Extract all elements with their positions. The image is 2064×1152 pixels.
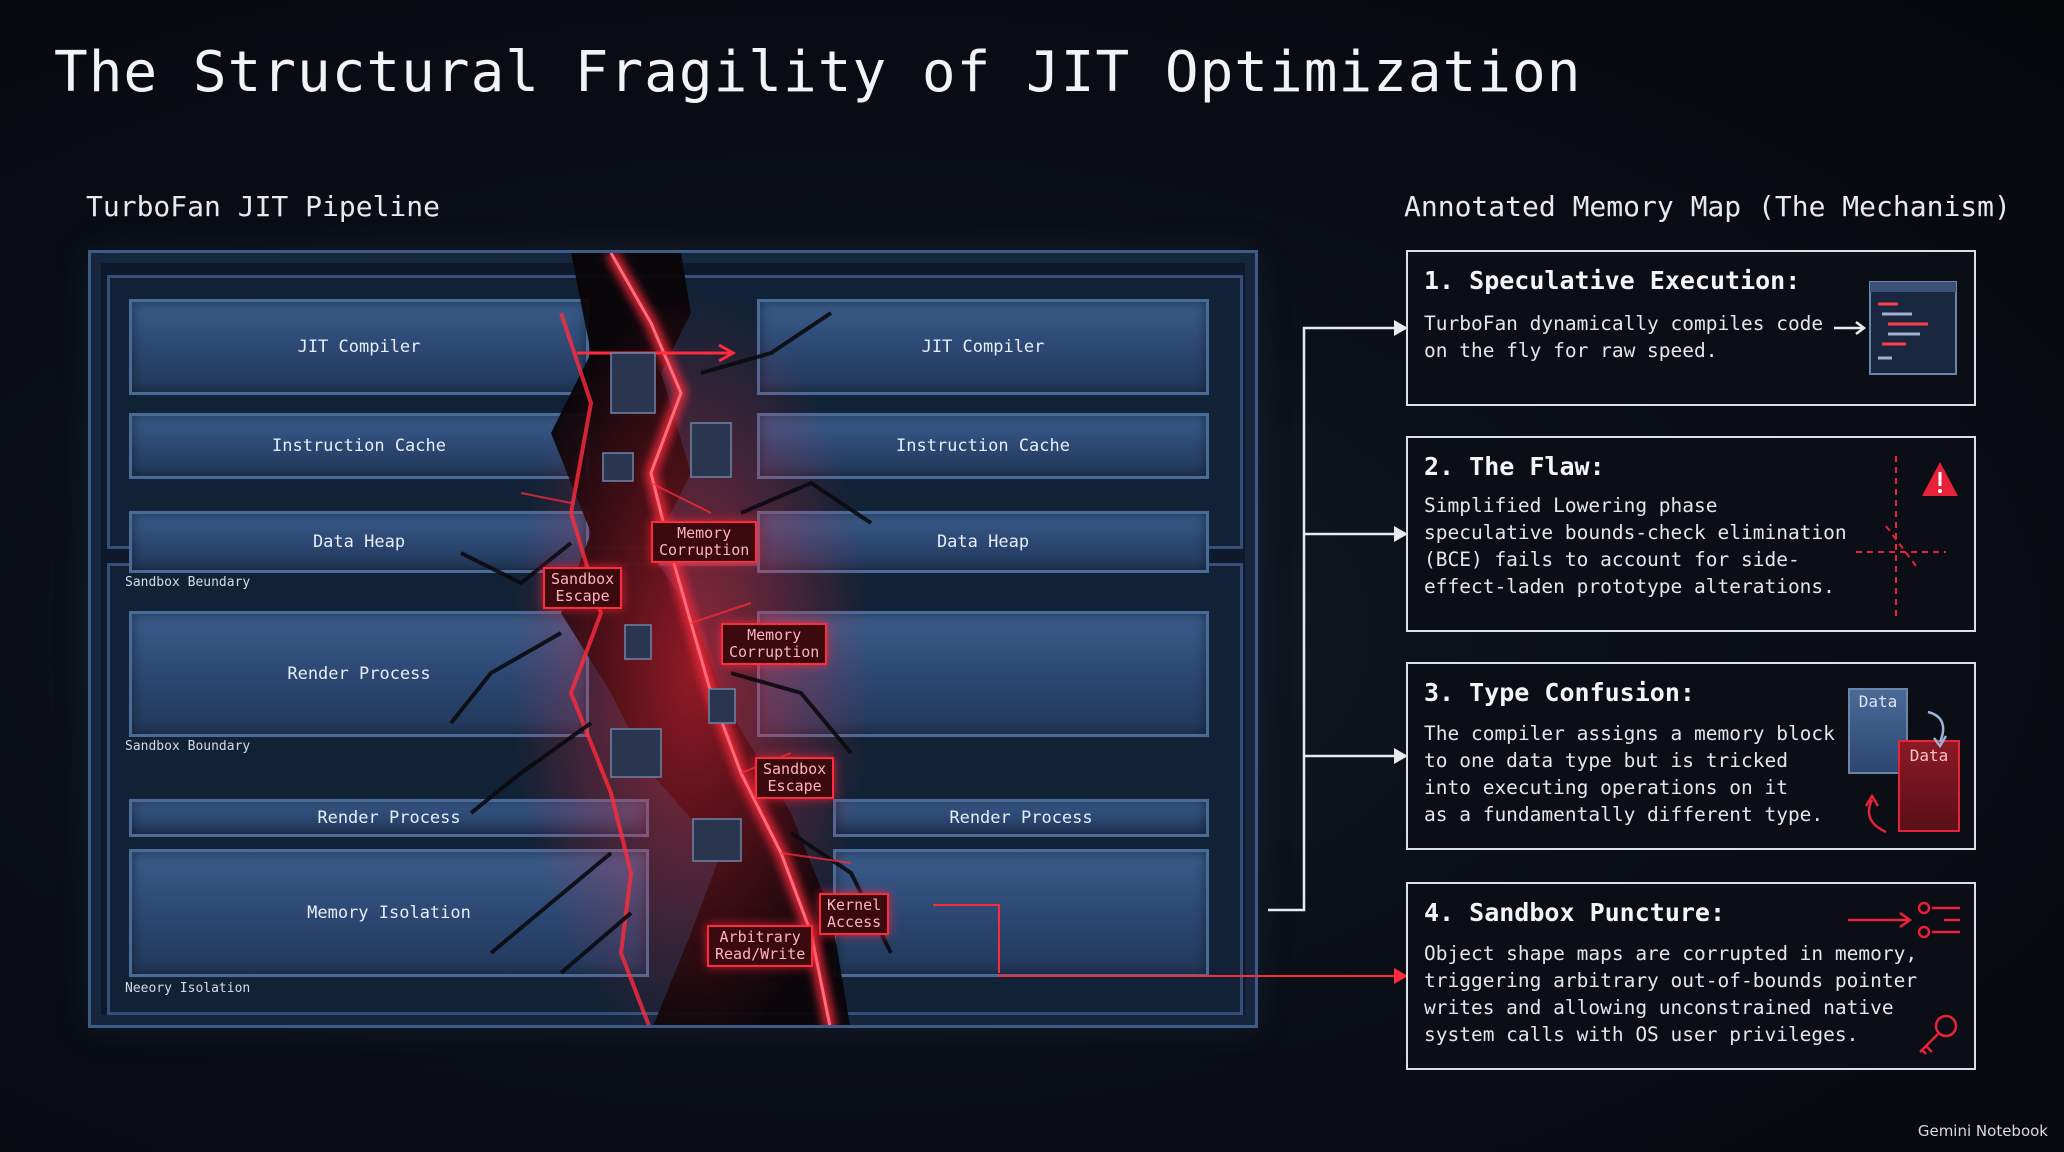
card-2-body: Simplified Lowering phase speculative bo… [1424, 494, 1847, 598]
page-title: The Structural Fragility of JIT Optimiza… [54, 40, 1582, 105]
right-jit-compiler-block: JIT Compiler [757, 299, 1209, 395]
card-1-body: TurboFan dynamically compiles code on th… [1424, 312, 1824, 362]
sandbox-escape-tag-1: Sandbox Escape [543, 567, 623, 609]
data-block-red-label: Data [1909, 746, 1949, 765]
left-instruction-cache-block: Instruction Cache [129, 413, 589, 479]
code-window-icon [1834, 281, 1957, 375]
card-2-title: 2. The Flaw: [1424, 452, 1605, 481]
kernel-access-tag: Kernel Access [819, 893, 890, 935]
left-jit-compiler-block: JIT Compiler [129, 299, 589, 395]
key-icon [1919, 1014, 1958, 1055]
sandbox-boundary-label-1: Sandbox Beundary [125, 575, 251, 590]
sandbox-escape-tag-2: Sandbox Escape [755, 757, 835, 799]
right-render-process-block: Render Process [833, 799, 1209, 837]
pipeline-diagram: JIT Compiler Instruction Cache Data Heap… [88, 250, 1258, 1028]
memory-map-label: Annotated Memory Map (The Mechanism) [1404, 190, 2011, 223]
card-4-title: 4. Sandbox Puncture: [1424, 898, 1726, 927]
right-lower-block [833, 849, 1209, 977]
card-3-title: 3. Type Confusion: [1424, 678, 1695, 707]
warning-icon [1856, 456, 1958, 616]
brand-watermark: Gemini Notebook [1917, 1122, 2048, 1140]
crack-graphic [449, 253, 1000, 1025]
arrow-to-switch-icon [1848, 901, 1960, 939]
memory-corruption-tag-1: Memory Corruption [651, 521, 758, 563]
card-3-body: The compiler assigns a memory block to o… [1424, 722, 1835, 826]
card-1-title: 1. Speculative Execution: [1424, 266, 1801, 295]
card-type-confusion: 3. Type Confusion: The compiler assigns … [1406, 662, 1976, 850]
card-the-flaw: 2. The Flaw: Simplified Lowering phase s… [1406, 436, 1976, 632]
data-block-red: Data [1898, 740, 1960, 832]
arbitrary-read-write-tag: Arbitrary Read/Write [707, 925, 814, 967]
card-4-body: Object shape maps are corrupted in memor… [1424, 942, 1918, 1046]
card-speculative-execution: 1. Speculative Execution: TurboFan dynam… [1406, 250, 1976, 406]
memory-corruption-tag-2: Memory Corruption [721, 623, 828, 665]
card-sandbox-puncture: 4. Sandbox Puncture: Object shape maps a… [1406, 882, 1976, 1070]
memory-isolation-label: Neeory Isolation [125, 981, 251, 996]
left-data-heap-block: Data Heap [129, 511, 589, 573]
data-block-blue-label: Data [1858, 692, 1898, 711]
pipeline-label: TurboFan JIT Pipeline [86, 190, 441, 223]
data-swap-icon [1864, 710, 1948, 834]
sandbox-boundary-label-2: Sandbox Boundary [125, 739, 251, 754]
